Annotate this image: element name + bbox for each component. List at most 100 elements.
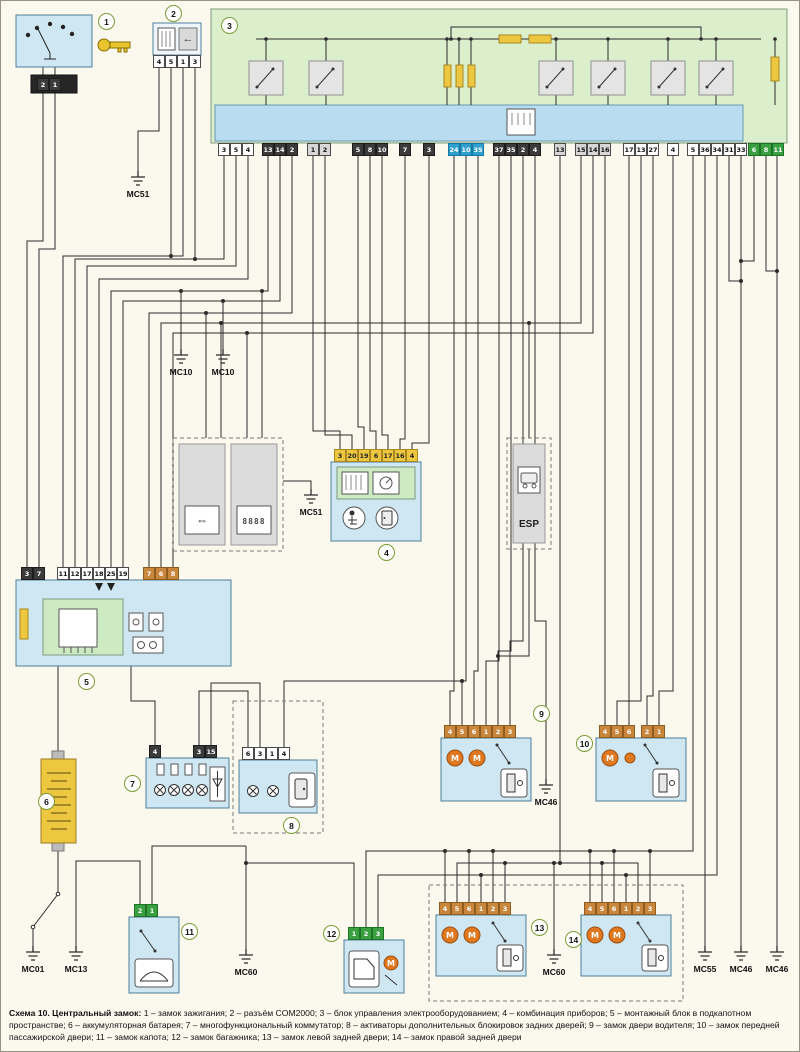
pin: 1 <box>653 725 665 738</box>
svg-text:M: M <box>591 931 599 940</box>
control-unit-box <box>210 8 788 144</box>
pin: 5 <box>165 55 177 68</box>
caption-title: Схема 10. Центральный замок: <box>9 1008 142 1018</box>
pin: 17 <box>623 143 635 156</box>
pin: 4 <box>406 449 418 462</box>
pin: 11 <box>772 143 784 156</box>
motor-icon: M M <box>441 926 481 944</box>
pin: 10 <box>460 143 472 156</box>
pin: 14 <box>274 143 286 156</box>
lock-icon <box>496 944 524 972</box>
callout-14: 14 <box>565 931 582 948</box>
pin: 4 <box>439 902 451 915</box>
switch-icon <box>496 744 510 764</box>
pin: 6 <box>242 747 254 760</box>
pin: 3 <box>644 902 656 915</box>
svg-text:M: M <box>451 754 459 763</box>
pin: 35 <box>472 143 484 156</box>
pin: 6 <box>748 143 760 156</box>
pin: 4 <box>149 745 161 758</box>
svg-text:M: M <box>613 931 621 940</box>
instrument-cluster-box <box>330 461 422 542</box>
fuse-icon <box>19 608 29 640</box>
callout-13: 13 <box>531 919 548 936</box>
pin: 1 <box>307 143 319 156</box>
pin: 1 <box>348 927 360 940</box>
unit3-pins-g5: 7 <box>399 143 411 156</box>
arrow-down-icon <box>107 583 115 591</box>
pin: 3 <box>254 747 266 760</box>
callout-7: 7 <box>124 775 141 792</box>
svg-text:M: M <box>468 931 476 940</box>
pin: 5 <box>451 902 463 915</box>
pin: 7 <box>143 567 155 580</box>
seatbelt-warning-icon <box>342 506 366 530</box>
pin: 16 <box>599 143 611 156</box>
pin: 6 <box>463 902 475 915</box>
pin: 7 <box>33 567 45 580</box>
lock-icon <box>500 768 528 798</box>
pin: 4 <box>153 55 165 68</box>
switch-icon <box>644 744 658 764</box>
pin: 7 <box>399 143 411 156</box>
pin: 1 <box>266 747 278 760</box>
pin: 3 <box>499 902 511 915</box>
pin: 4 <box>444 725 456 738</box>
passenger-door-lock-box: M <box>595 737 687 802</box>
trunk-lock-box: M <box>343 939 405 994</box>
ground-label-mc60-b: МС60 <box>542 967 566 977</box>
pin: 20 <box>346 449 358 462</box>
ground-label-mc01: МС01 <box>21 964 45 974</box>
ground-label-mc10-a: МС10 <box>169 367 193 377</box>
callout-1: 1 <box>98 13 115 30</box>
arrow-left-icon: ← <box>182 33 194 45</box>
ic-chip-icon <box>58 608 98 648</box>
switch-icon <box>384 974 398 986</box>
pin: 6 <box>468 725 480 738</box>
junction-dots <box>169 254 779 877</box>
pin: 13 <box>635 143 647 156</box>
switch-icon <box>637 922 651 942</box>
callout-8: 8 <box>283 817 300 834</box>
pin: 16 <box>394 449 406 462</box>
esp-icon <box>520 472 538 489</box>
callout-3: 3 <box>221 17 238 34</box>
lamp-icon <box>247 785 279 797</box>
pin: 5 <box>230 143 242 156</box>
pin: 2 <box>487 902 499 915</box>
ignition-lock-box <box>15 14 93 94</box>
wire-network <box>26 67 778 949</box>
switch-icon <box>140 930 156 952</box>
pin: 19 <box>117 567 129 580</box>
pin: 24 <box>448 143 460 156</box>
pin: 5 <box>596 902 608 915</box>
pin: 1 <box>620 902 632 915</box>
pin: 3 <box>218 143 230 156</box>
pin: 13 <box>262 143 274 156</box>
svg-text:M: M <box>606 754 614 763</box>
ground-label-mc51-b: МС51 <box>299 507 323 517</box>
pin: 2 <box>37 78 49 91</box>
pin: 8 <box>167 567 179 580</box>
pin: 4 <box>529 143 541 156</box>
door-open-icon <box>375 506 399 530</box>
callout-12: 12 <box>323 925 340 942</box>
indicator-icon <box>624 752 636 764</box>
pin: 3 <box>372 927 384 940</box>
unit3-pins-g12: 4 <box>667 143 679 156</box>
pin: 34 <box>711 143 723 156</box>
